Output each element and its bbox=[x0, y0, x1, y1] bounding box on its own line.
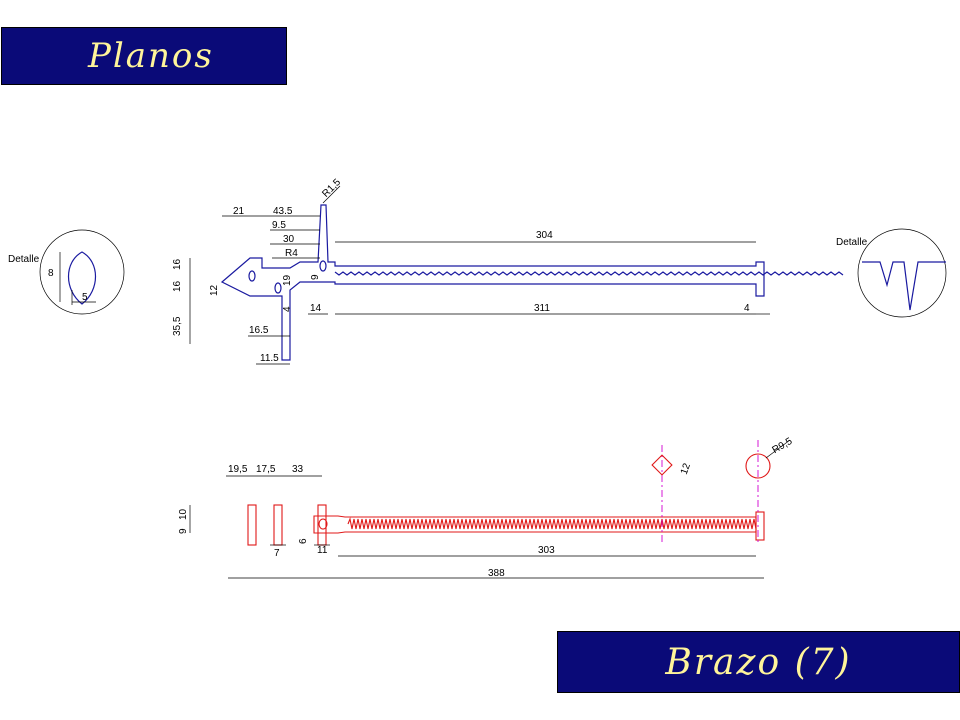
top-dim-43-5: 43.5 bbox=[273, 206, 293, 217]
bottom-dim-17-5: 17,5 bbox=[256, 464, 276, 475]
bottom-teeth bbox=[347, 517, 757, 530]
top-dim-19: 19 bbox=[282, 274, 293, 286]
detail-left-circle bbox=[39, 229, 125, 315]
top-view-hole-1 bbox=[248, 270, 256, 282]
subtitle-banner: Brazo (7) bbox=[557, 631, 960, 693]
detail-right-label: Detalle bbox=[836, 237, 868, 248]
bottom-dim-388: 388 bbox=[488, 568, 505, 579]
part-name: Brazo (7) bbox=[665, 641, 852, 683]
detail-left-dim-8: 8 bbox=[48, 268, 54, 279]
bottom-pin-2 bbox=[273, 504, 283, 546]
top-dim-21: 21 bbox=[233, 206, 245, 217]
bottom-dim-303: 303 bbox=[538, 545, 555, 556]
top-dim-14: 14 bbox=[310, 303, 322, 314]
detail-left-label: Detalle bbox=[8, 254, 40, 265]
detail-left: Detalle 8 5 bbox=[8, 229, 125, 315]
top-dim-304: 304 bbox=[536, 230, 553, 241]
top-dim-11-5: 11.5 bbox=[260, 353, 279, 364]
bottom-hole bbox=[318, 518, 328, 530]
top-view-part-outline bbox=[220, 204, 765, 361]
top-dim-4-a: 4 bbox=[282, 306, 293, 312]
detail-right-teeth-profile bbox=[862, 261, 946, 311]
bottom-view: 19,5 17,5 33 9 10 6 7 11 303 388 12 R9,5 bbox=[178, 436, 795, 579]
top-dim-30: 30 bbox=[283, 234, 295, 245]
top-dim-16-a: 16 bbox=[172, 258, 183, 270]
bottom-dim-9: 9 bbox=[178, 528, 189, 534]
bottom-pin-1 bbox=[247, 504, 257, 546]
top-dim-r1-5: R1,5 bbox=[320, 177, 343, 200]
detail-left-profile bbox=[68, 251, 96, 305]
bottom-dim-33: 33 bbox=[292, 464, 304, 475]
page-title: Planos bbox=[88, 36, 214, 76]
top-dim-16-b: 16 bbox=[172, 280, 183, 292]
bottom-dim-7: 7 bbox=[274, 548, 280, 559]
bottom-dim-12: 12 bbox=[679, 462, 693, 477]
detail-right: Detalle bbox=[836, 228, 947, 318]
bottom-dim-10: 10 bbox=[178, 508, 189, 520]
bottom-dim-11: 11 bbox=[317, 545, 328, 556]
top-dim-311: 311 bbox=[534, 303, 550, 314]
bottom-end-plate bbox=[755, 511, 765, 541]
top-dim-35-5: 35,5 bbox=[172, 316, 183, 336]
top-view-hole-2 bbox=[274, 282, 282, 294]
top-dim-9: 9 bbox=[310, 274, 321, 280]
section-circle bbox=[745, 453, 771, 479]
bottom-dim-6: 6 bbox=[298, 538, 309, 544]
top-dim-r4: R4 bbox=[285, 248, 298, 259]
detail-left-dim-5: 5 bbox=[82, 292, 88, 303]
detail-right-circle bbox=[857, 228, 947, 318]
top-dim-9-5: 9.5 bbox=[272, 220, 286, 231]
title-banner: Planos bbox=[1, 27, 287, 85]
bottom-dim-19-5: 19,5 bbox=[228, 464, 248, 475]
top-dim-4-b: 4 bbox=[744, 303, 750, 314]
top-view-teeth bbox=[334, 271, 844, 276]
top-view-hole-3 bbox=[319, 260, 327, 272]
top-view: 21 43.5 9.5 30 R4 R1,5 304 16 16 12 19 9… bbox=[172, 177, 844, 365]
top-dim-16-5: 16.5 bbox=[249, 325, 269, 336]
section-square bbox=[651, 454, 673, 476]
bottom-dim-r9-5: R9,5 bbox=[771, 436, 795, 456]
top-dim-12: 12 bbox=[209, 284, 220, 296]
